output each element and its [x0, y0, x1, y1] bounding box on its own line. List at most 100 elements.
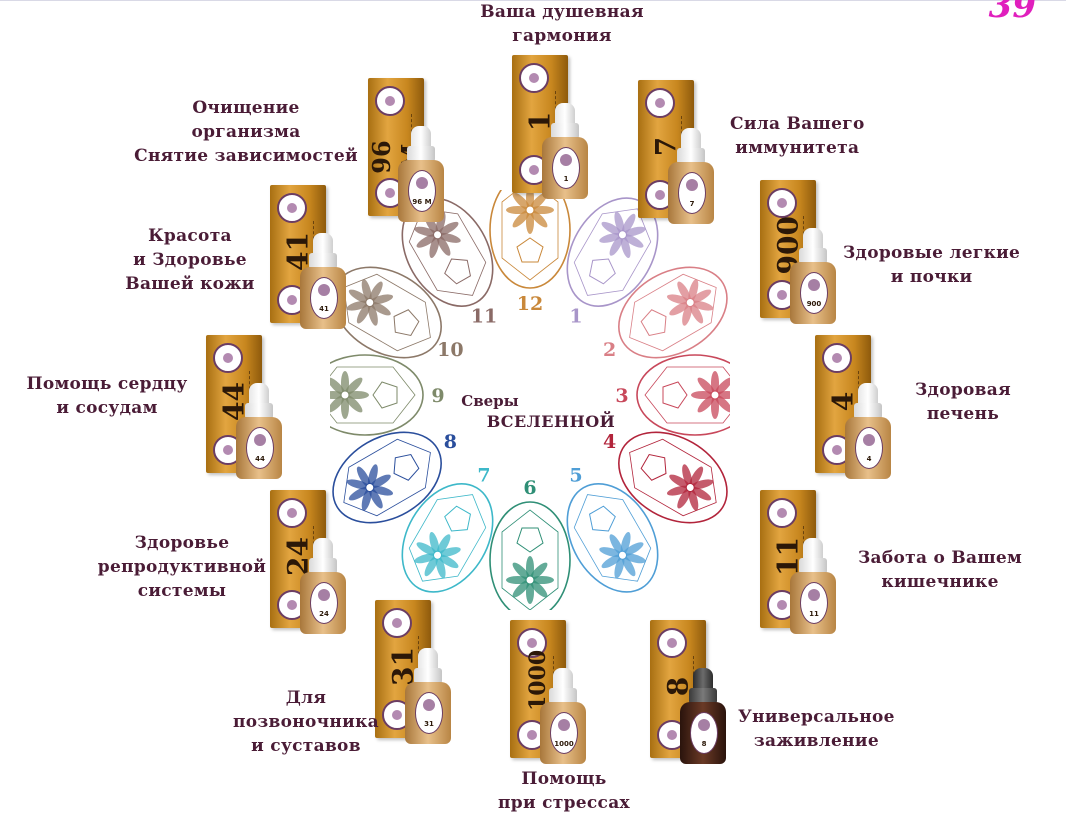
petal	[435, 555, 446, 579]
sphere-number: 4	[603, 431, 616, 453]
petal	[682, 302, 693, 326]
petal	[609, 534, 624, 556]
petal	[356, 466, 371, 488]
petal	[529, 579, 548, 598]
petal	[622, 226, 646, 237]
flower-icon	[213, 343, 243, 373]
bottle: 1000	[540, 668, 586, 764]
petal	[414, 553, 438, 564]
petal	[344, 377, 363, 396]
sphere-2	[618, 266, 728, 359]
petal	[416, 542, 438, 557]
petal	[344, 394, 363, 413]
flower-icon	[517, 628, 547, 658]
flower-icon	[277, 498, 307, 528]
petal	[512, 209, 531, 228]
petal	[689, 302, 704, 324]
bottle: 96 М	[398, 126, 444, 222]
bottle: 8	[680, 668, 726, 764]
petal	[424, 555, 439, 577]
bottle: 1	[542, 103, 588, 199]
petal	[690, 300, 714, 311]
sphere-5	[566, 483, 659, 593]
sphere-number: 6	[523, 477, 536, 499]
petal	[369, 301, 391, 316]
bottle: 4	[845, 383, 891, 479]
petal	[437, 232, 461, 243]
petal	[512, 562, 531, 581]
petal	[599, 547, 623, 558]
petal	[356, 302, 371, 324]
petal	[601, 554, 623, 569]
flower-icon	[822, 343, 852, 373]
petal	[369, 474, 391, 489]
petal	[416, 233, 438, 248]
petal	[601, 221, 623, 236]
petal	[367, 464, 378, 488]
sphere-8	[332, 431, 442, 524]
petal	[666, 294, 691, 305]
flower-icon	[767, 498, 797, 528]
petal	[437, 554, 459, 569]
bottle: 24	[300, 538, 346, 634]
petal	[689, 466, 704, 488]
petal	[697, 394, 716, 413]
bottle: 900	[790, 228, 836, 324]
petal	[677, 281, 692, 303]
flower-icon	[645, 88, 675, 118]
bottle: 41	[300, 233, 346, 329]
petal	[666, 485, 691, 496]
bottle: 7	[668, 128, 714, 224]
sphere-number: 9	[431, 385, 444, 407]
petal	[609, 234, 624, 256]
petal	[614, 211, 625, 235]
petal	[368, 487, 383, 509]
petal	[690, 479, 714, 490]
petal	[714, 377, 730, 396]
petal	[437, 547, 461, 558]
petal	[599, 232, 623, 243]
sphere-number: 11	[471, 305, 497, 327]
petal	[529, 562, 548, 581]
sphere-number: 10	[437, 339, 463, 361]
petal	[669, 301, 691, 316]
petal	[330, 377, 346, 396]
petal	[348, 289, 370, 304]
petal	[621, 213, 636, 235]
petal	[436, 534, 451, 556]
flower-icon	[519, 63, 549, 93]
sphere-number: 7	[477, 465, 490, 487]
petal	[369, 485, 394, 496]
petal	[414, 226, 438, 237]
petal	[512, 192, 531, 211]
sphere-number: 3	[615, 385, 628, 407]
sphere-number: 1	[569, 305, 582, 327]
bottle: 31	[405, 648, 451, 744]
petal	[621, 555, 636, 577]
petal	[368, 281, 383, 303]
petal	[697, 377, 716, 396]
petal	[367, 302, 378, 326]
petal	[620, 531, 631, 556]
sphere-number: 8	[444, 431, 457, 453]
petal	[690, 486, 712, 501]
petal	[330, 394, 346, 413]
bottle: 11	[790, 538, 836, 634]
petal	[669, 474, 691, 489]
flower-icon	[767, 188, 797, 218]
petal	[620, 234, 631, 259]
petal	[361, 279, 372, 303]
petal	[348, 486, 370, 501]
sphere-3	[636, 354, 730, 436]
petal	[369, 294, 394, 305]
